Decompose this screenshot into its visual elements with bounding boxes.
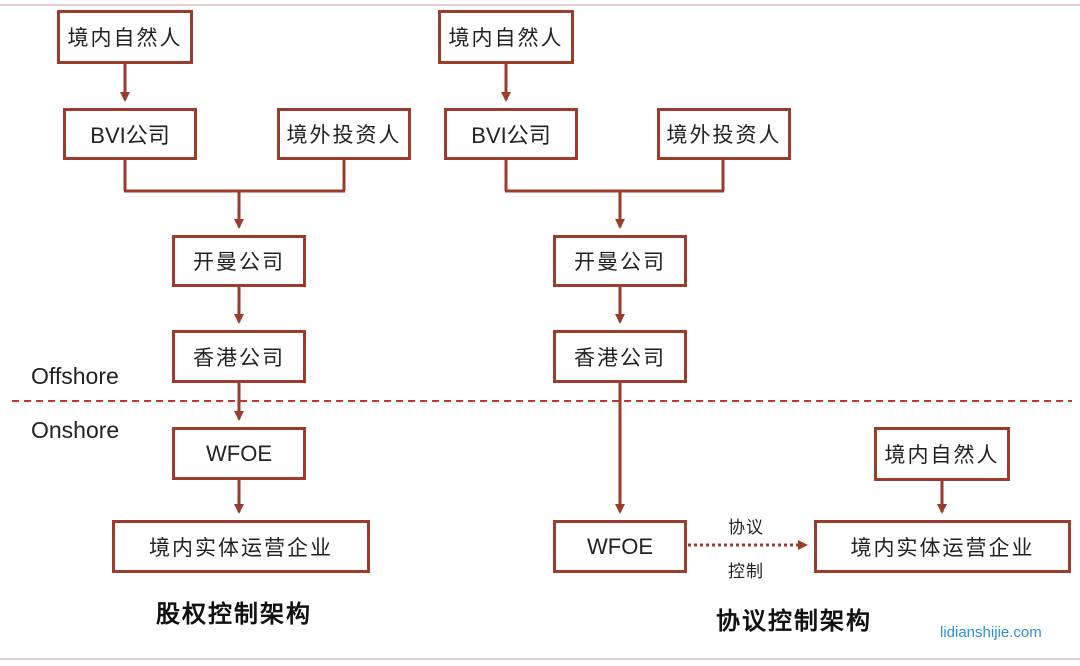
left-domestic-person-box: 境内自然人 — [57, 10, 193, 64]
left-structure-title: 股权控制架构 — [156, 600, 312, 628]
left-foreign-investor-box: 境外投资人 — [277, 108, 411, 160]
right-domestic-person-box: 境内自然人 — [438, 10, 574, 64]
left-operating-entity-box: 境内实体运营企业 — [112, 520, 370, 573]
agreement-label-bottom: 控制 — [728, 562, 764, 582]
right-bvi-company-box: BVI公司 — [444, 108, 578, 160]
bottom-border-line — [0, 658, 1080, 660]
top-border-line — [0, 4, 1080, 6]
watermark-text: lidianshijie.com — [940, 624, 1042, 641]
left-cayman-company-box: 开曼公司 — [172, 235, 306, 287]
left-bvi-company-box: BVI公司 — [63, 108, 197, 160]
right-operating-entity-box: 境内实体运营企业 — [814, 520, 1071, 573]
right-foreign-investor-box: 境外投资人 — [657, 108, 791, 160]
right-hk-company-box: 香港公司 — [553, 330, 687, 383]
left-hk-company-box: 香港公司 — [172, 330, 306, 383]
right-cayman-company-box: 开曼公司 — [553, 235, 687, 287]
left-wfoe-box: WFOE — [172, 427, 306, 480]
right-structure-title: 协议控制架构 — [716, 607, 872, 635]
right-wfoe-box: WFOE — [553, 520, 687, 573]
offshore-label: Offshore — [31, 363, 119, 389]
onshore-label: Onshore — [31, 417, 120, 443]
agreement-label-top: 协议 — [728, 518, 764, 538]
right-domestic-person-2-box: 境内自然人 — [874, 427, 1010, 481]
